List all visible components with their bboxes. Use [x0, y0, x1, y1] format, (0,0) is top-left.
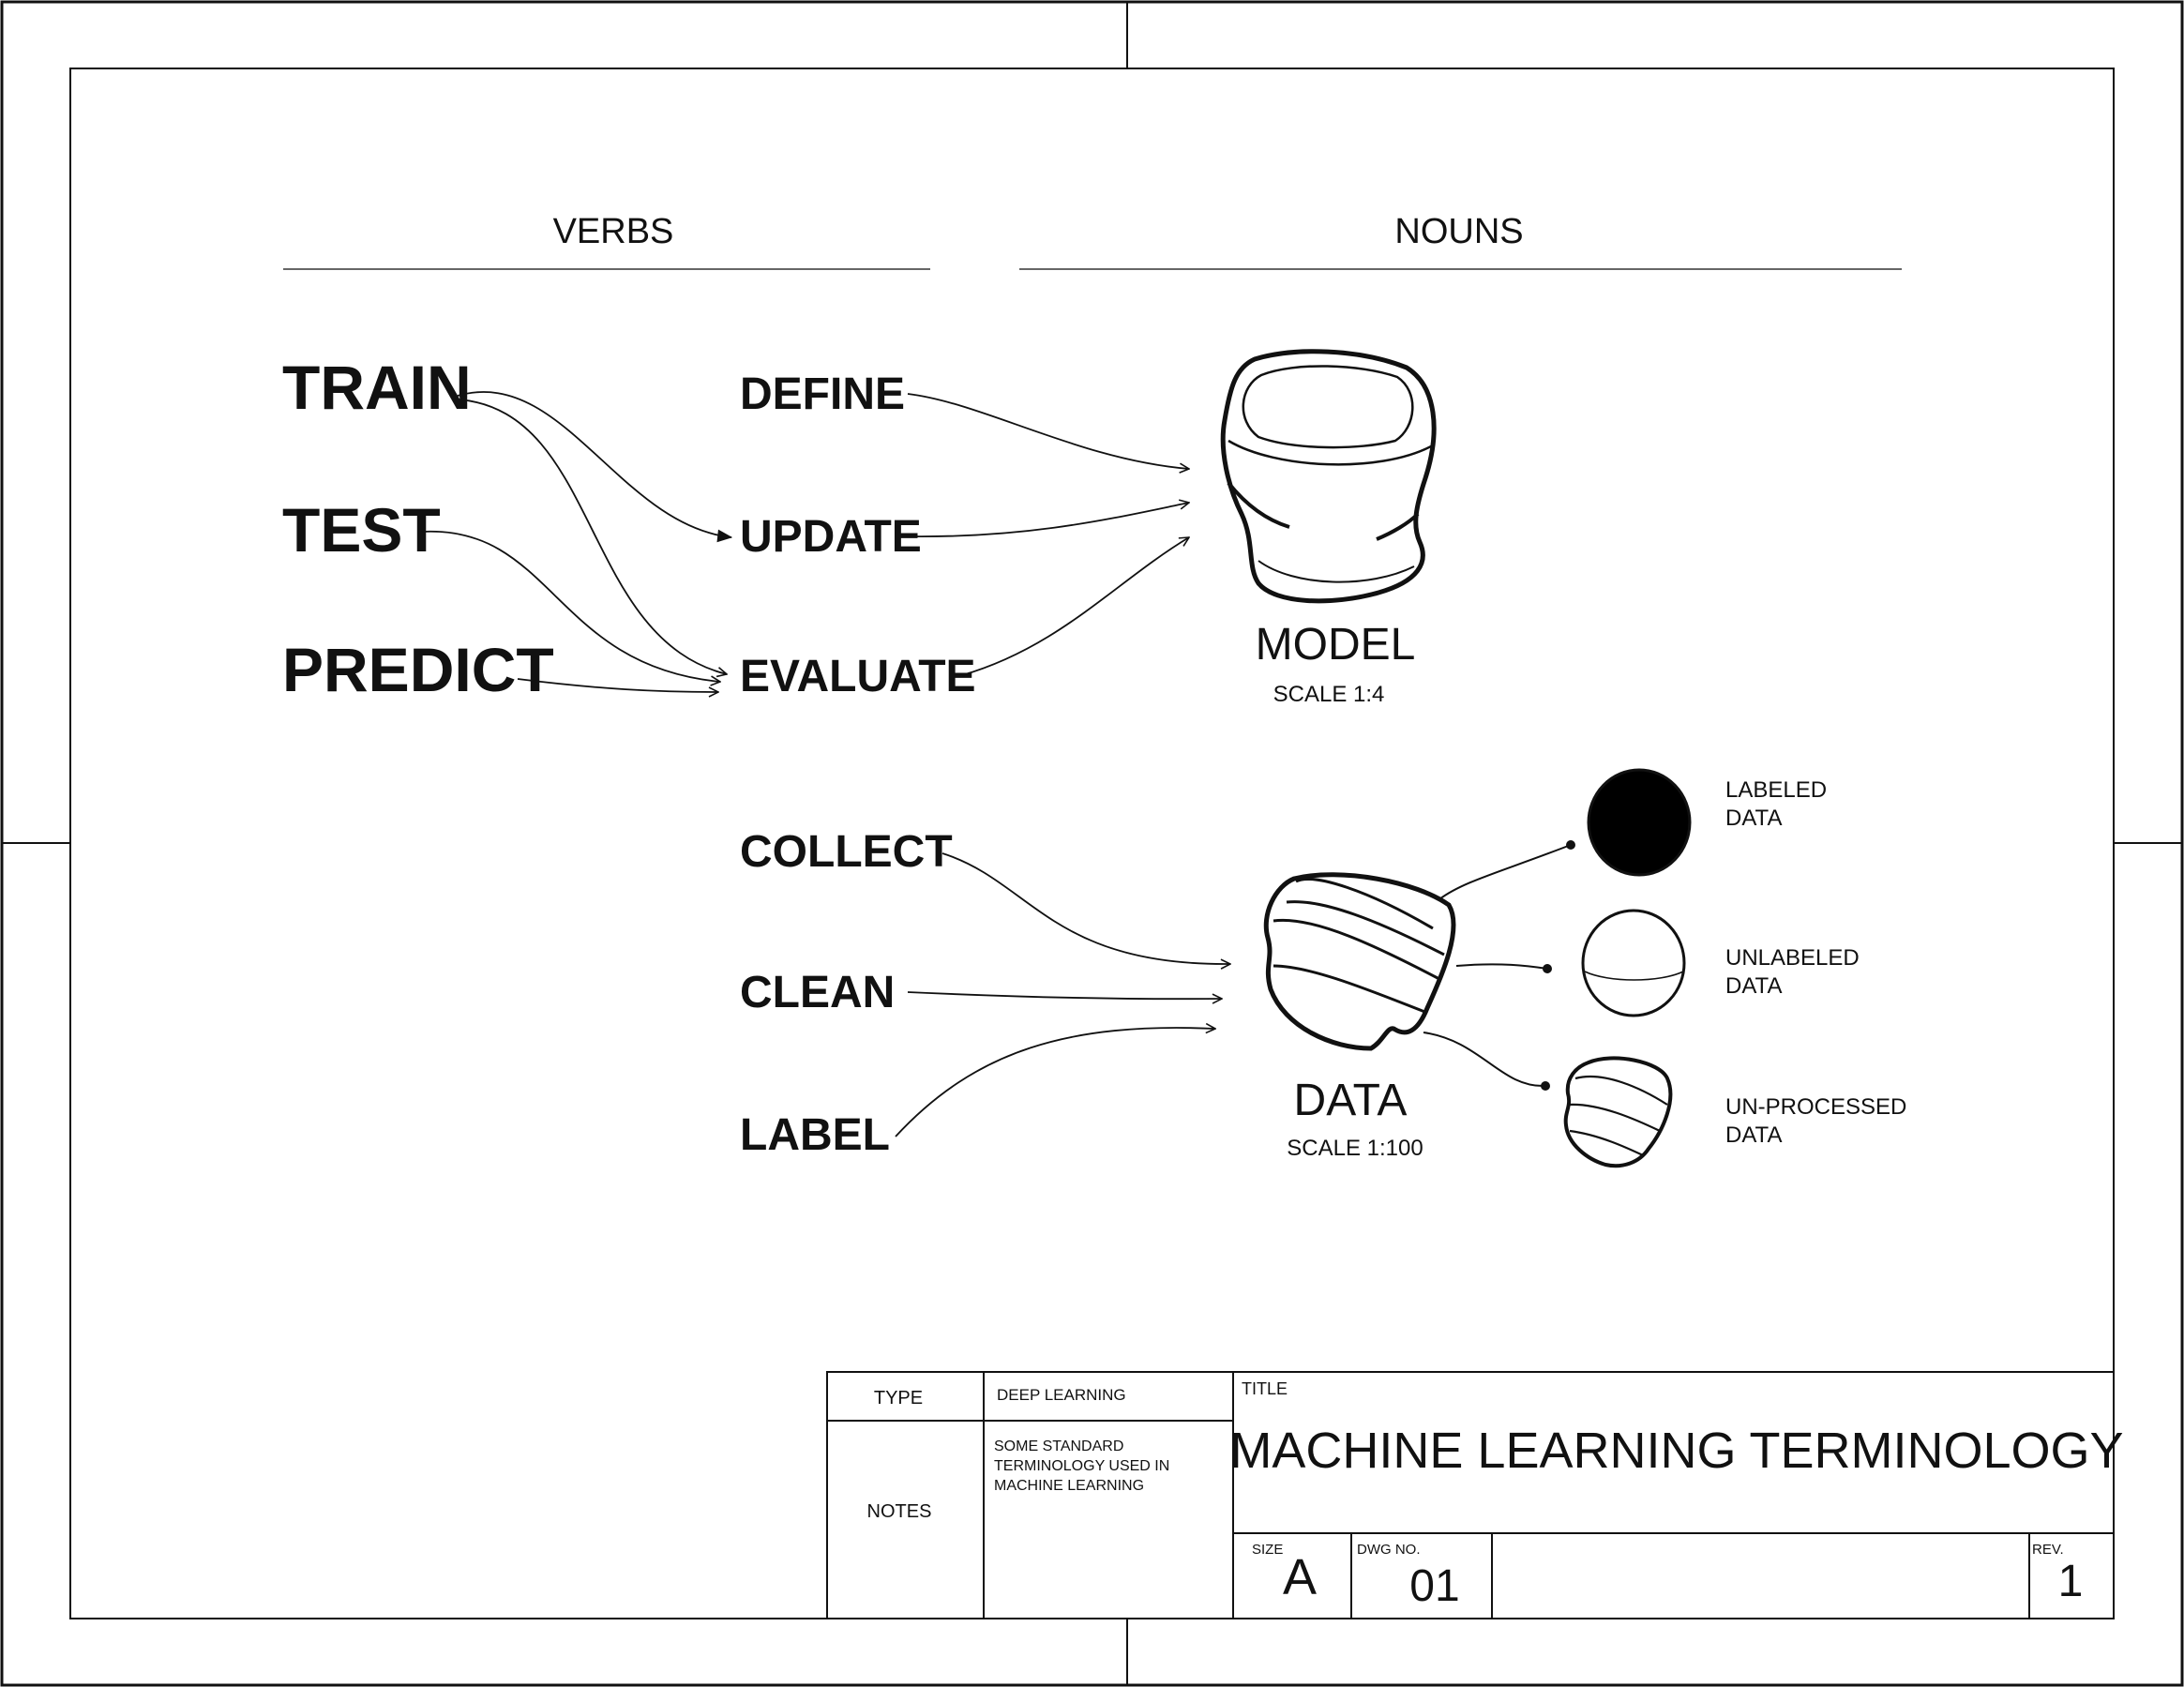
arrow-evaluate-model [961, 537, 1189, 676]
unprocessed-data-icon [1563, 1056, 1673, 1168]
verb-clean: CLEAN [740, 968, 895, 1017]
connector-dot-unprocessed [1541, 1081, 1550, 1091]
connector-unprocessed [1423, 1032, 1546, 1088]
verb-update: UPDATE [740, 512, 922, 562]
size-label: SIZE [1252, 1542, 1283, 1558]
arrow-define-model [907, 393, 1189, 469]
verbs-header: VERBS [553, 212, 674, 251]
data-scale: SCALE 1:100 [1287, 1136, 1423, 1161]
dwg-value: 01 [1409, 1561, 1459, 1611]
connector-dot-unlabeled [1543, 964, 1552, 973]
arrow-collect-data [941, 852, 1230, 964]
verb-predict: PREDICT [282, 635, 554, 704]
arrow-clean-data [907, 991, 1222, 999]
unlabeled-data-line1: UNLABELED [1725, 945, 1860, 971]
data-illustration [1263, 872, 1456, 1051]
size-value: A [1283, 1549, 1317, 1605]
notes-line-2: TERMINOLOGY USED IN [994, 1458, 1169, 1474]
unlabeled-data-line2: DATA [1725, 973, 1782, 999]
type-value: DEEP LEARNING [997, 1386, 1126, 1404]
verb-evaluate: EVALUATE [740, 652, 976, 701]
title-block [826, 1371, 2115, 1619]
unprocessed-data-line1: UN-PROCESSED [1725, 1094, 1906, 1120]
verb-test: TEST [282, 495, 441, 565]
dwg-label: DWG NO. [1357, 1542, 1421, 1558]
arrow-update-model [905, 503, 1189, 538]
arrow-train-evaluate [459, 399, 727, 674]
connector-labeled [1438, 844, 1572, 900]
connector-unlabeled [1455, 963, 1548, 970]
type-label: TYPE [874, 1388, 923, 1408]
unprocessed-data-line2: DATA [1725, 1122, 1782, 1148]
rev-label: REV. [2032, 1542, 2064, 1558]
nouns-header: NOUNS [1394, 212, 1523, 251]
model-label: MODEL [1256, 620, 1416, 670]
labeled-data-icon [1587, 768, 1692, 877]
unlabeled-data-icon [1581, 909, 1686, 1017]
arrow-train-update [457, 391, 733, 543]
verb-collect: COLLECT [740, 827, 953, 877]
verb-define: DEFINE [740, 369, 905, 419]
arrow-label-data [895, 1028, 1215, 1137]
verb-train: TRAIN [282, 353, 472, 422]
rev-value: 1 [2058, 1557, 2084, 1606]
notes-label: NOTES [867, 1501, 932, 1522]
labeled-data-line1: LABELED [1725, 777, 1827, 803]
model-illustration [1220, 349, 1437, 604]
model-scale: SCALE 1:4 [1273, 682, 1385, 707]
arrow-predict-evaluate [517, 678, 718, 692]
verb-label: LABEL [740, 1110, 890, 1160]
notes-line-1: SOME STANDARD [994, 1438, 1123, 1454]
title-value: MACHINE LEARNING TERMINOLOGY [1229, 1423, 2123, 1479]
labeled-data-line2: DATA [1725, 806, 1782, 831]
title-label: TITLE [1242, 1379, 1288, 1398]
connector-dot-labeled [1566, 840, 1575, 850]
notes-line-3: MACHINE LEARNING [994, 1478, 1144, 1494]
data-label: DATA [1294, 1076, 1408, 1125]
arrow-test-evaluate [421, 531, 720, 682]
